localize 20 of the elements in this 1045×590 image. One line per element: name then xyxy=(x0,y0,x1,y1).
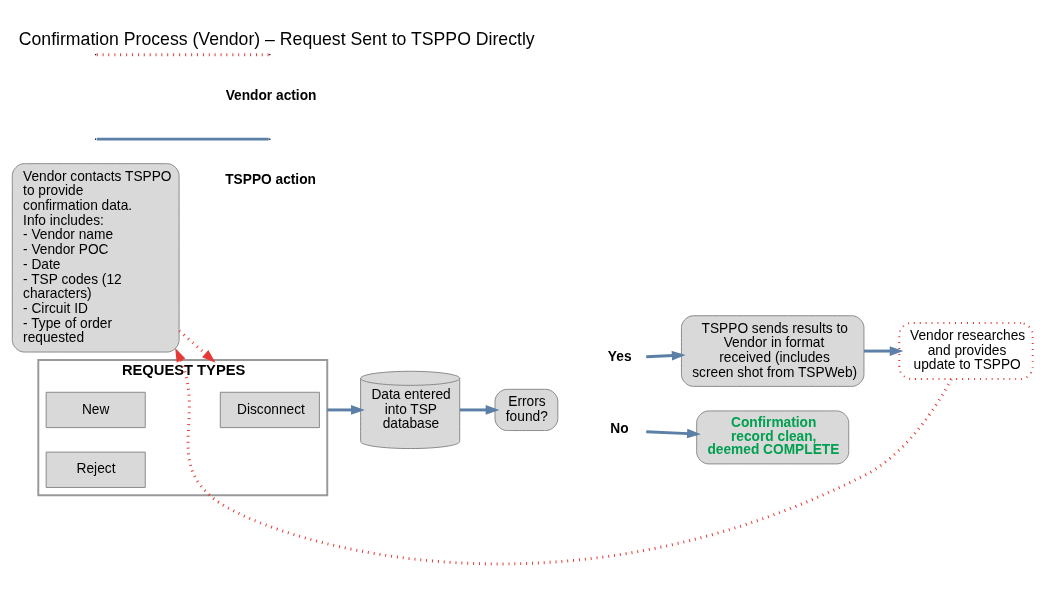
node-box: Confirmation record clean, deemed COMPLETE xyxy=(696,409,850,464)
arrow xyxy=(459,404,500,415)
legend-label: TSPPO action xyxy=(225,171,316,187)
arrow xyxy=(864,345,904,356)
node-text: Yes xyxy=(607,348,632,364)
node-box: Reject xyxy=(45,451,146,488)
arrow xyxy=(646,350,686,360)
diagram-title: Confirmation Process (Vendor) – Request Sent to TSPPO Directly xyxy=(18,28,535,49)
legend-label: Vendor action xyxy=(225,87,317,103)
node-box: Disconnect xyxy=(219,391,320,428)
node-text: No xyxy=(610,420,629,436)
node-box: Errors found? xyxy=(494,388,559,431)
node-box: Vendor researches and provides update to TSPPO xyxy=(898,321,1034,380)
node-box: Vendor contacts TSPPO to provide confirmation data. Info includes: - Vendor name - Vendor POC - Date - TSP codes (12 characters) - Circuit ID - Type of order requested xyxy=(11,162,180,353)
node-box: TSPPO sends results to Vendor in format received (includes screen shot from TSPWeb) xyxy=(680,314,865,387)
node-box: New xyxy=(45,391,146,428)
arrow xyxy=(646,428,701,438)
arrow xyxy=(178,329,216,363)
arrow xyxy=(327,404,365,415)
arrow xyxy=(175,347,953,565)
